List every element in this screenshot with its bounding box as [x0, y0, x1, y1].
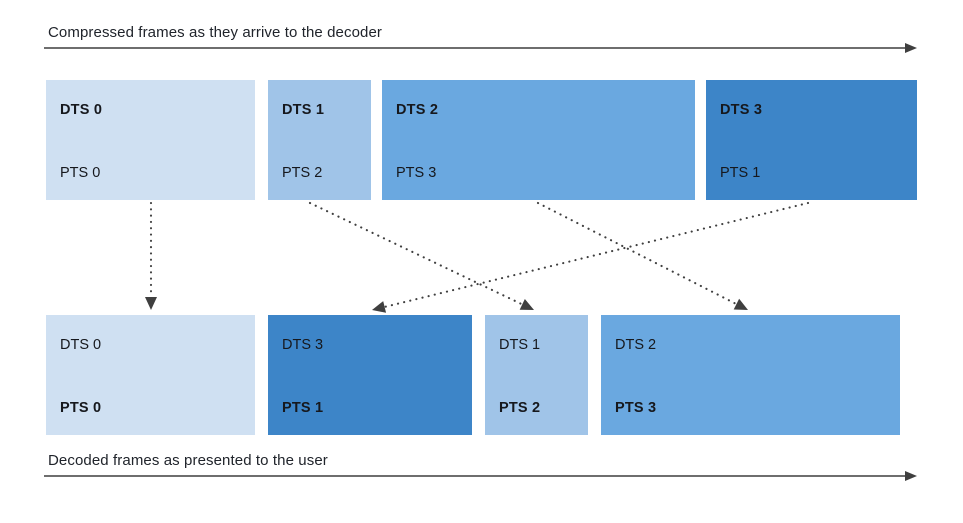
frame-top-1[interactable]: DTS 1 PTS 2 — [268, 80, 371, 200]
top-caption: Compressed frames as they arrive to the … — [48, 24, 383, 41]
pts-label: PTS 2 — [282, 165, 323, 181]
dts3-to-pts1-head — [372, 301, 387, 313]
frame-top-3[interactable]: DTS 3 PTS 1 — [706, 80, 917, 200]
pts-label: PTS 1 — [282, 400, 324, 416]
dts2-to-pts3-head — [733, 298, 748, 310]
pts-label: PTS 2 — [499, 400, 541, 416]
frame-top-2[interactable]: DTS 2 PTS 3 — [382, 80, 695, 200]
pts-label: PTS 3 — [396, 165, 437, 181]
dts0-to-pts0-head — [145, 297, 157, 310]
pts-label: PTS 3 — [615, 400, 657, 416]
frame-top-0[interactable]: DTS 0 PTS 0 — [46, 80, 255, 200]
dts1-to-pts2 — [308, 201, 524, 306]
frame-bottom-3[interactable]: DTS 2 PTS 3 — [601, 315, 900, 435]
dts2-to-pts3 — [536, 201, 738, 306]
frame-bottom-1[interactable]: DTS 3 PTS 1 — [268, 315, 472, 435]
dts-label: DTS 3 — [720, 102, 763, 118]
arrival-time-axis — [44, 42, 917, 54]
pts-label: PTS 0 — [60, 165, 101, 181]
dts1-to-pts2-head — [519, 298, 534, 310]
dts-label: DTS 0 — [60, 102, 103, 118]
dts-label: DTS 0 — [60, 337, 102, 353]
pts-label: PTS 0 — [60, 400, 102, 416]
dts3-to-pts1 — [383, 201, 810, 308]
dts-label: DTS 1 — [499, 337, 541, 353]
bottom-caption: Decoded frames as presented to the user — [48, 452, 328, 469]
pts-label: PTS 1 — [720, 165, 761, 181]
frame-bottom-2[interactable]: DTS 1 PTS 2 — [485, 315, 588, 435]
dts-label: DTS 3 — [282, 337, 324, 353]
frame-bottom-0[interactable]: DTS 0 PTS 0 — [46, 315, 255, 435]
dts-label: DTS 2 — [396, 102, 439, 118]
presentation-time-axis — [44, 470, 917, 482]
dts-label: DTS 1 — [282, 102, 325, 118]
dts-label: DTS 2 — [615, 337, 657, 353]
